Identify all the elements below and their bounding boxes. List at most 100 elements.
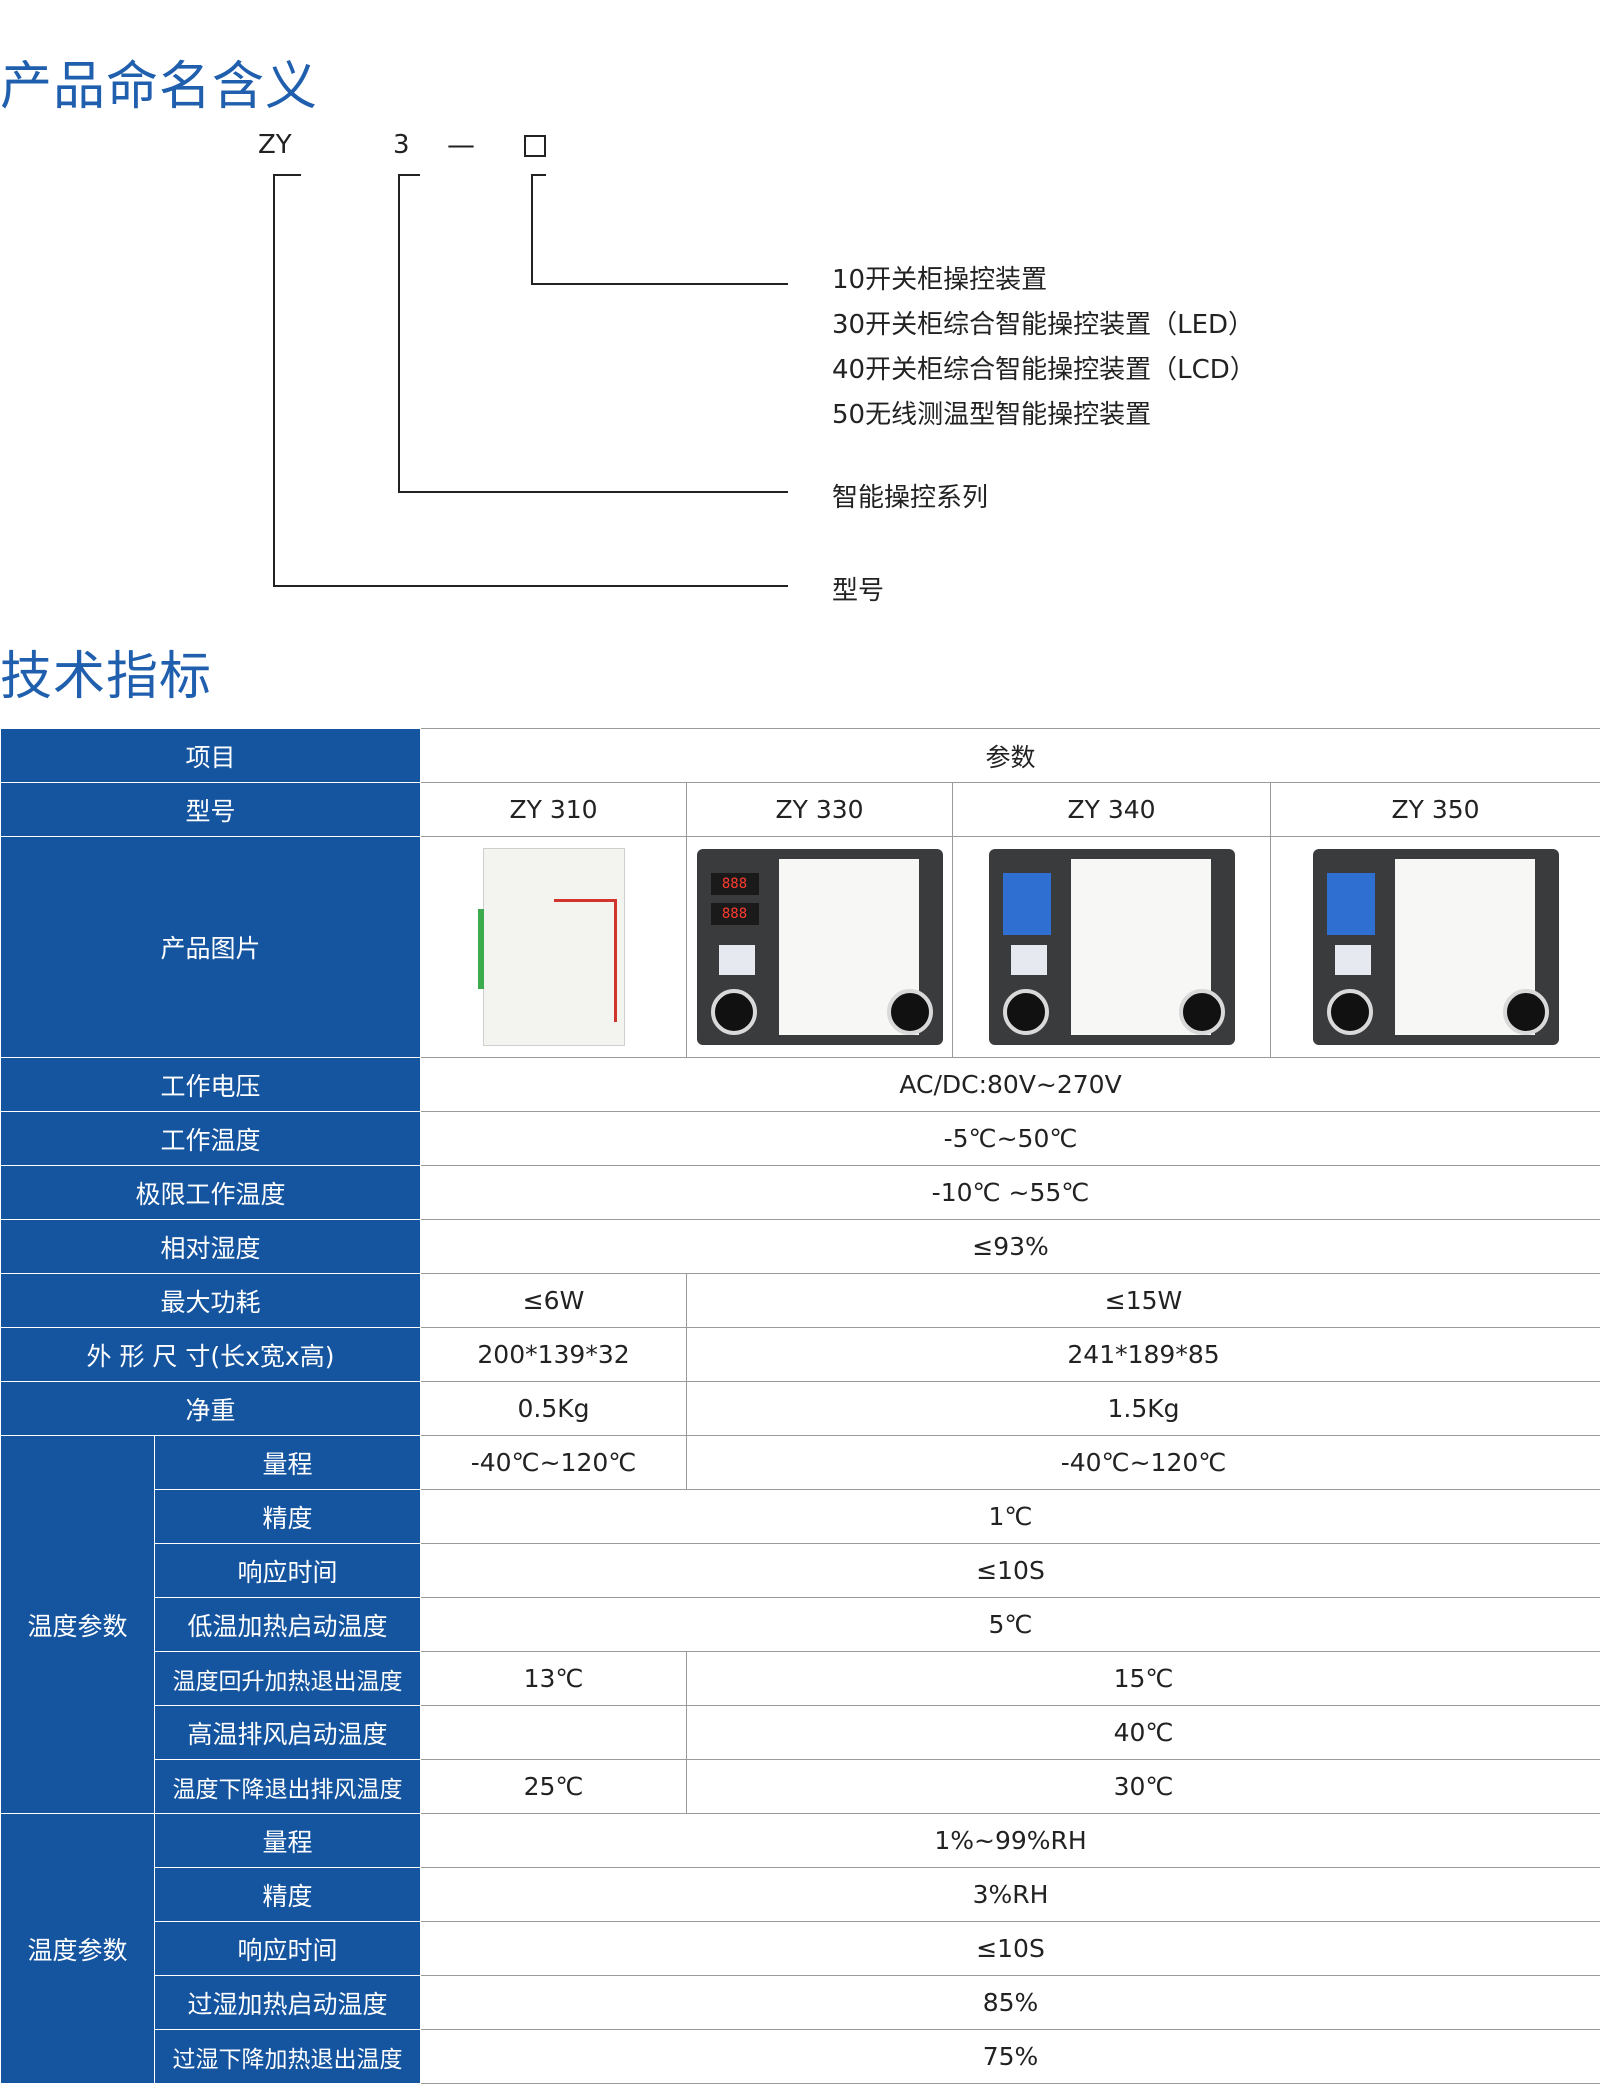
knob-icon	[1503, 989, 1549, 1035]
t-rise-zy310: 13℃	[421, 1652, 687, 1706]
table-row: 温度参数 量程 1%~99%RH	[1, 1814, 1600, 1868]
temp-value: -5℃~50℃	[421, 1112, 1600, 1166]
table-row: 工作温度 -5℃~50℃	[1, 1112, 1600, 1166]
keypad	[1011, 945, 1047, 975]
device-zy350-picture	[1313, 849, 1559, 1045]
h-range-label: 量程	[155, 1814, 421, 1868]
table-row: 型号 ZY 310 ZY 330 ZY 340 ZY 350	[1, 783, 1600, 837]
voltage-label: 工作电压	[1, 1058, 421, 1112]
code-dash: —	[447, 128, 475, 161]
limit-temp-label: 极限工作温度	[1, 1166, 421, 1220]
naming-model: 型号	[832, 570, 884, 607]
code-placeholder-box	[524, 135, 546, 157]
size-other: 241*189*85	[687, 1328, 1600, 1382]
t-precision-label: 精度	[155, 1490, 421, 1544]
product-image-zy310	[421, 837, 687, 1058]
t-response-label: 响应时间	[155, 1544, 421, 1598]
t-precision-value: 1℃	[421, 1490, 1600, 1544]
table-row: 温度下降退出排风温度 25℃ 30℃	[1, 1760, 1600, 1814]
power-zy310: ≤6W	[421, 1274, 687, 1328]
h-range-value: 1%~99%RH	[421, 1814, 1600, 1868]
model-zy340: ZY 340	[953, 783, 1271, 837]
bracket-zy-top	[273, 174, 301, 176]
t-high-other: 40℃	[687, 1706, 1600, 1760]
specs-title: 技术指标	[0, 634, 212, 709]
bracket-box-top	[531, 174, 546, 176]
t-drop-other: 30℃	[687, 1760, 1600, 1814]
terminal-strip	[478, 909, 484, 989]
table-row: 产品图片 888 888	[1, 837, 1600, 1058]
h-precision-label: 精度	[155, 1868, 421, 1922]
table-row: 过湿加热启动温度 85%	[1, 1976, 1600, 2030]
bracket-3-vert	[398, 174, 400, 492]
t-range-zy310: -40℃~120℃	[421, 1436, 687, 1490]
naming-series: 智能操控系列	[832, 477, 988, 514]
weight-other: 1.5Kg	[687, 1382, 1600, 1436]
table-row: 精度 3%RH	[1, 1868, 1600, 1922]
h-heat-label: 过湿加热启动温度	[155, 1976, 421, 2030]
led-display: 888	[711, 903, 759, 925]
model-zy310: ZY 310	[421, 783, 687, 837]
header-param: 参数	[421, 729, 1600, 783]
h-exit-value: 75%	[421, 2030, 1600, 2084]
spec-table: 项目 参数 型号 ZY 310 ZY 330 ZY 340 ZY 350 产品图…	[0, 728, 1600, 2084]
h-exit-label: 过湿下降加热退出温度	[155, 2030, 421, 2084]
weight-label: 净重	[1, 1382, 421, 1436]
h-response-value: ≤10S	[421, 1922, 1600, 1976]
table-row: 精度 1℃	[1, 1490, 1600, 1544]
device-zy340-picture	[989, 849, 1235, 1045]
t-drop-zy310: 25℃	[421, 1760, 687, 1814]
code-series-digit: 3	[393, 130, 410, 160]
device-zy310-picture	[483, 848, 625, 1046]
device-zy330-picture: 888 888	[697, 849, 943, 1045]
knob-icon	[1179, 989, 1225, 1035]
hum-group-label: 温度参数	[1, 1814, 155, 2084]
keypad	[1335, 945, 1371, 975]
table-row: 响应时间 ≤10S	[1, 1544, 1600, 1598]
power-label: 最大功耗	[1, 1274, 421, 1328]
size-zy310: 200*139*32	[421, 1328, 687, 1382]
knob-icon	[1327, 989, 1373, 1035]
product-image-zy350	[1271, 837, 1600, 1058]
bracket-zy-horiz	[273, 585, 788, 587]
bracket-3-top	[398, 174, 420, 176]
bracket-3-horiz	[398, 491, 788, 493]
t-high-label: 高温排风启动温度	[155, 1706, 421, 1760]
h-precision-value: 3%RH	[421, 1868, 1600, 1922]
model-label: 型号	[1, 783, 421, 837]
image-label: 产品图片	[1, 837, 421, 1058]
table-row: 相对湿度 ≤93%	[1, 1220, 1600, 1274]
table-row: 外 形 尺 寸(长x宽x高) 200*139*32 241*189*85	[1, 1328, 1600, 1382]
humidity-value: ≤93%	[421, 1220, 1600, 1274]
knob-icon	[887, 989, 933, 1035]
humidity-label: 相对湿度	[1, 1220, 421, 1274]
naming-item-50: 50无线测温型智能操控装置	[832, 394, 1151, 431]
temp-group-label: 温度参数	[1, 1436, 155, 1814]
h-heat-value: 85%	[421, 1976, 1600, 2030]
size-label: 外 形 尺 寸(长x宽x高)	[1, 1328, 421, 1382]
naming-item-30: 30开关柜综合智能操控装置（LED）	[832, 304, 1254, 341]
table-row: 高温排风启动温度 40℃	[1, 1706, 1600, 1760]
t-rise-other: 15℃	[687, 1652, 1600, 1706]
product-image-zy330: 888 888	[687, 837, 953, 1058]
h-response-label: 响应时间	[155, 1922, 421, 1976]
table-row: 温度回升加热退出温度 13℃ 15℃	[1, 1652, 1600, 1706]
weight-zy310: 0.5Kg	[421, 1382, 687, 1436]
table-row: 温度参数 量程 -40℃~120℃ -40℃~120℃	[1, 1436, 1600, 1490]
circuit-line	[554, 899, 617, 1022]
lcd-display	[1003, 873, 1051, 935]
t-range-label: 量程	[155, 1436, 421, 1490]
lcd-display	[1327, 873, 1375, 935]
table-row: 最大功耗 ≤6W ≤15W	[1, 1274, 1600, 1328]
naming-item-10: 10开关柜操控装置	[832, 259, 1047, 296]
knob-icon	[1003, 989, 1049, 1035]
model-zy330: ZY 330	[687, 783, 953, 837]
t-rise-label: 温度回升加热退出温度	[155, 1652, 421, 1706]
t-response-value: ≤10S	[421, 1544, 1600, 1598]
temp-label: 工作温度	[1, 1112, 421, 1166]
t-range-other: -40℃~120℃	[687, 1436, 1600, 1490]
product-image-zy340	[953, 837, 1271, 1058]
table-row: 过湿下降加热退出温度 75%	[1, 2030, 1600, 2084]
table-row: 项目 参数	[1, 729, 1600, 783]
table-row: 工作电压 AC/DC:80V~270V	[1, 1058, 1600, 1112]
